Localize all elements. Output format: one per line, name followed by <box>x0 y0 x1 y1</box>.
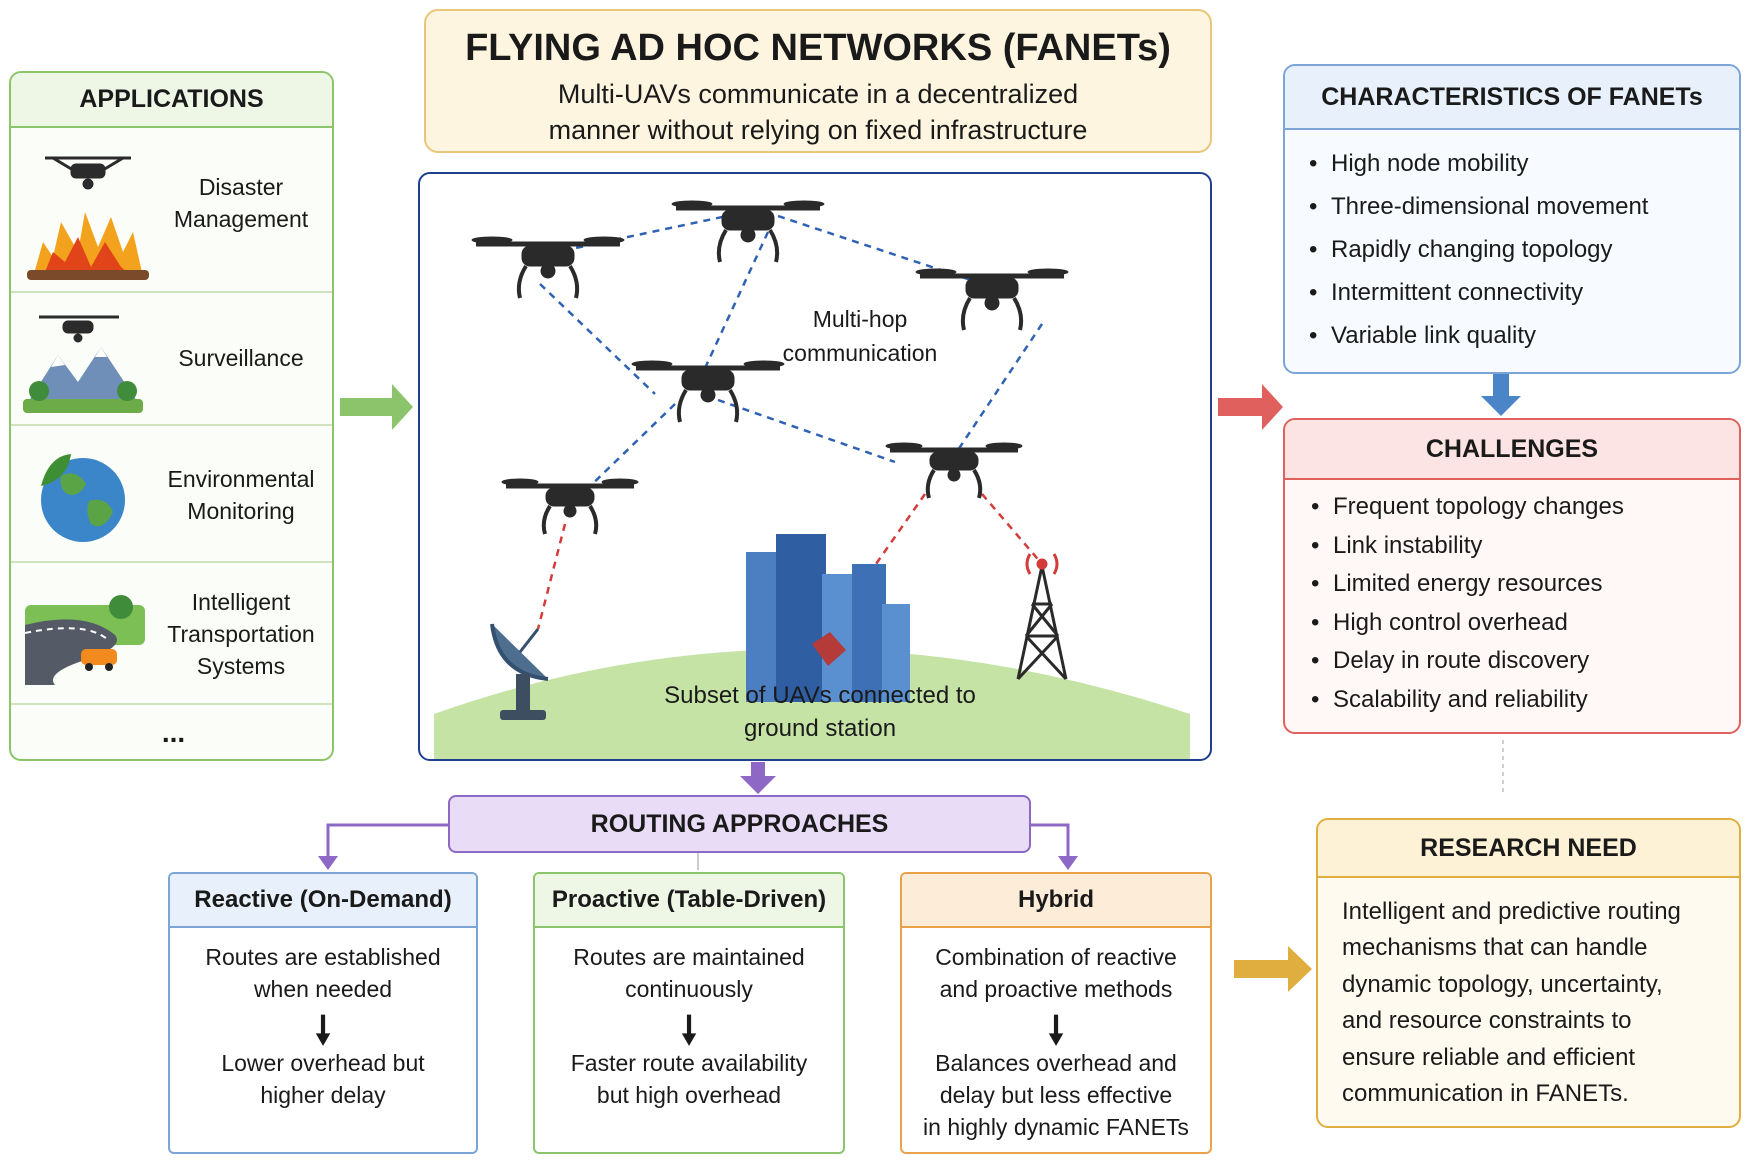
reactive-text-line: Lower overhead but <box>221 1050 425 1076</box>
reactive-panel: Reactive (On-Demand) Routes are establis… <box>168 872 478 1154</box>
challenge-item: Scalability and reliability <box>1307 686 1624 725</box>
arrow-network-to-characteristics <box>1218 384 1283 430</box>
routing-header-box: ROUTING APPROACHES <box>448 795 1031 853</box>
arrow-network-to-routing <box>740 762 776 794</box>
drone-3 <box>915 268 1069 331</box>
applications-panel: APPLICATIONS Disaster Management <box>9 71 334 761</box>
fire-drone-icon <box>27 156 149 280</box>
characteristics-panel: CHARACTERISTICS OF FANETs High node mobi… <box>1283 64 1741 374</box>
hybrid-text-line: Balances overhead and <box>935 1050 1177 1076</box>
characteristic-item: Variable link quality <box>1305 322 1648 365</box>
title-box: FLYING AD HOC NETWORKS (FANETs) Multi-UA… <box>424 9 1212 153</box>
application-label-line2: Transportation <box>167 621 315 647</box>
arrow-applications-to-network <box>340 384 413 430</box>
proactive-panel: Proactive (Table-Driven) Routes are main… <box>533 872 845 1154</box>
ground-station-label-line1: Subset of UAVs connected to <box>664 682 976 709</box>
routing-header: ROUTING APPROACHES <box>590 809 889 838</box>
hybrid-panel: Hybrid Combination of reactive and proac… <box>900 872 1212 1154</box>
hybrid-text-line: and proactive methods <box>939 976 1173 1002</box>
road-car-icon <box>25 595 145 685</box>
satellite-dish-icon <box>490 623 549 720</box>
research-line: communication in FANETs. <box>1342 1080 1629 1108</box>
challenges-panel: CHALLENGES Frequent topology changes Lin… <box>1283 418 1741 734</box>
applications-more: ... <box>161 717 186 748</box>
research-need-header: RESEARCH NEED <box>1318 820 1739 878</box>
routing-branch-right <box>1031 823 1070 858</box>
application-label-line2: Monitoring <box>187 498 295 524</box>
challenge-item: Link instability <box>1307 532 1624 571</box>
applications-header: APPLICATIONS <box>11 73 332 128</box>
characteristics-list: High node mobility Three-dimensional mov… <box>1305 150 1648 365</box>
multihop-label-line1: Multi-hop <box>812 306 908 332</box>
arrow-characteristics-to-challenges <box>1481 374 1521 416</box>
characteristic-item: Three-dimensional movement <box>1305 193 1648 236</box>
hybrid-text-line: Combination of reactive <box>935 944 1177 970</box>
proactive-text-line: continuously <box>625 976 753 1002</box>
routing-branch-left <box>326 823 448 858</box>
network-illustration <box>434 200 1190 759</box>
research-line: Intelligent and predictive routing <box>1342 898 1681 925</box>
application-label-line3: Systems <box>196 653 286 679</box>
research-need-text: Intelligent and predictive routing mecha… <box>1342 894 1732 1112</box>
characteristics-header: CHARACTERISTICS OF FANETs <box>1285 66 1739 130</box>
ground-hill <box>434 649 1190 759</box>
hybrid-header: Hybrid <box>902 874 1210 928</box>
application-label-line1: Environmental <box>167 466 315 492</box>
application-surveillance: Surveillance <box>11 293 332 426</box>
reactive-text-line: when needed <box>253 976 393 1002</box>
drone-1 <box>471 236 625 299</box>
proactive-text-line: Faster route availability <box>570 1050 808 1076</box>
reactive-text-line: Routes are established <box>205 944 441 970</box>
drone-6 <box>885 442 1023 499</box>
application-label-line2: Management <box>173 206 309 232</box>
characteristic-item: High node mobility <box>1305 150 1648 193</box>
ground-station-label-line2: ground station <box>743 715 897 742</box>
hybrid-text-line: delay but less effective <box>939 1082 1173 1108</box>
proactive-header: Proactive (Table-Driven) <box>535 874 843 928</box>
proactive-text-line: but high overhead <box>596 1082 782 1108</box>
research-line: mechanisms that can handle <box>1342 934 1648 962</box>
drone-4 <box>631 360 785 423</box>
characteristic-item: Rapidly changing topology <box>1305 236 1648 279</box>
down-arrow-icon: 🠗 <box>314 1010 332 1052</box>
globe-leaf-icon <box>41 454 125 542</box>
application-label-line1: Disaster <box>198 174 284 200</box>
mountain-drone-icon <box>23 315 143 413</box>
radio-tower-icon <box>1016 553 1068 681</box>
down-arrow-icon: 🠗 <box>1047 1010 1065 1052</box>
multihop-label-line2: communication <box>782 340 938 366</box>
hybrid-text-line: in highly dynamic FANETs <box>923 1114 1189 1140</box>
application-environmental-monitoring: Environmental Monitoring <box>11 426 332 563</box>
research-line: ensure reliable and efficient <box>1342 1043 1636 1071</box>
application-label-line1: Intelligent <box>191 589 291 615</box>
city-buildings-icon <box>746 534 910 702</box>
application-disaster-management: Disaster Management <box>11 130 332 293</box>
challenge-item: Delay in route discovery <box>1307 647 1624 686</box>
challenge-item: Frequent topology changes <box>1307 493 1624 532</box>
research-line: and resource constraints to <box>1342 1007 1632 1035</box>
reactive-header: Reactive (On-Demand) <box>170 874 476 928</box>
drone-5 <box>501 478 639 535</box>
challenges-list: Frequent topology changes Link instabili… <box>1307 493 1624 725</box>
challenge-item: Limited energy resources <box>1307 570 1624 609</box>
application-intelligent-transportation: Intelligent Transportation Systems <box>11 563 332 705</box>
challenge-item: High control overhead <box>1307 609 1624 648</box>
reactive-text-line: higher delay <box>260 1082 386 1108</box>
application-label-line1: Surveillance <box>178 345 304 371</box>
challenges-header: CHALLENGES <box>1285 420 1739 480</box>
characteristic-item: Intermittent connectivity <box>1305 279 1648 322</box>
main-subtitle-line1: Multi-UAVs communicate in a decentralize… <box>557 79 1079 109</box>
proactive-text-line: Routes are maintained <box>573 944 805 970</box>
drone-2 <box>671 200 825 263</box>
research-need-panel: RESEARCH NEED Intelligent and predictive… <box>1316 818 1741 1128</box>
main-title: FLYING AD HOC NETWORKS (FANETs) <box>465 27 1171 69</box>
down-arrow-icon: 🠗 <box>680 1010 698 1052</box>
network-panel: Multi-hop communication Subset of UAVs c… <box>418 172 1212 761</box>
arrow-hybrid-to-research <box>1234 946 1312 992</box>
research-line: dynamic topology, uncertainty, <box>1342 970 1663 998</box>
main-subtitle-line2: manner without relying on fixed infrastr… <box>548 115 1088 145</box>
